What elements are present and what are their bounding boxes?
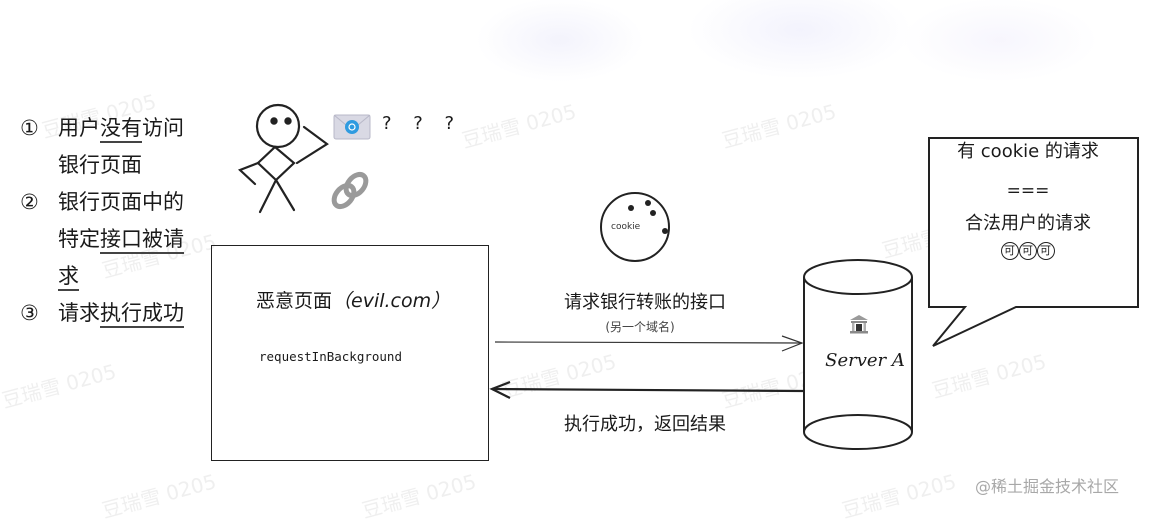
evil-page-title: 恶意页面（evil.com）	[256, 290, 451, 312]
background-illustration	[420, 0, 1151, 110]
underlined-text: 没有	[100, 116, 142, 140]
evil-page-code: requestInBackground	[259, 349, 402, 364]
step-1: ① 用户没有访问银行页面	[20, 110, 200, 184]
question-marks: ? ? ?	[382, 113, 463, 134]
steps-list: ① 用户没有访问银行页面 ② 银行页面中的特定接口被请求 ③ 请求执行成功	[20, 110, 200, 332]
step-2: ② 银行页面中的特定接口被请求	[20, 184, 200, 295]
source-credit: @稀土掘金技术社区	[975, 477, 1120, 496]
speech-bubble	[928, 137, 1139, 347]
speech-bubble-text: 有 cookie 的请求 === 合法用户的请求 可可可	[930, 140, 1126, 260]
bank-icon	[850, 315, 868, 334]
cookie-label: cookie	[611, 222, 641, 232]
underlined-text: 执行成功	[100, 301, 184, 325]
response-label: 执行成功，返回结果	[564, 414, 726, 435]
request-sublabel: (另一个域名)	[605, 320, 675, 334]
step-number: ①	[20, 116, 39, 140]
step-number: ②	[20, 190, 39, 214]
step-number: ③	[20, 301, 39, 325]
cookie-icon	[600, 192, 670, 262]
underlined-text: 接口被请求	[58, 227, 184, 288]
link-icon	[331, 171, 369, 210]
server-cylinder	[803, 259, 913, 450]
request-arrow	[494, 335, 804, 352]
bubble-line-1: 有 cookie 的请求	[957, 141, 1099, 162]
mail-icon	[333, 114, 371, 140]
bubble-equals: ===	[1006, 181, 1050, 201]
ke-circle-icon: 可	[1019, 242, 1037, 260]
bubble-emoji-row: 可可可	[930, 242, 1126, 260]
response-arrow	[489, 380, 805, 399]
stick-figure-icon	[237, 103, 329, 214]
diagram-canvas	[237, 103, 1139, 450]
ke-circle-icon: 可	[1037, 242, 1055, 260]
ke-circle-icon: 可	[1001, 242, 1019, 260]
step-3: ③ 请求执行成功	[20, 295, 200, 332]
evil-page-box: 恶意页面（evil.com） requestInBackground	[211, 245, 489, 461]
server-label: Server A	[825, 350, 905, 371]
request-label: 请求银行转账的接口	[564, 292, 726, 313]
bubble-line-2: 合法用户的请求	[965, 213, 1091, 234]
